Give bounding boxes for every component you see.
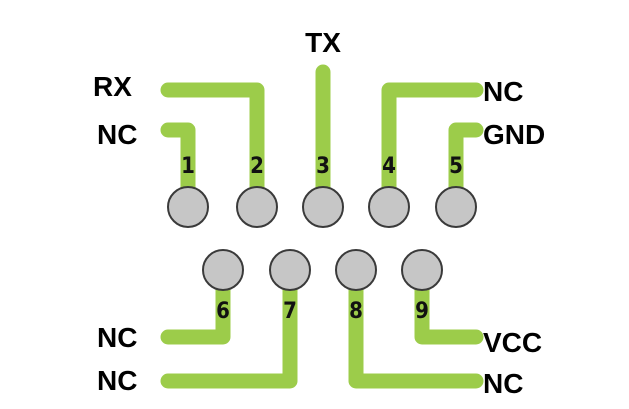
signal-label-pin-8: NC [483,368,523,399]
connector-pin-layer [167,186,477,291]
pin-number-6: 6 [216,299,230,324]
pin-number-3: 3 [316,154,330,179]
pin-5 [435,186,477,228]
pin-3 [302,186,344,228]
pin-1 [167,186,209,228]
trace-pin-6 [160,262,231,345]
pin-number-8: 8 [349,299,363,324]
pin-number-layer: 1 2 3 4 5 6 7 8 9 [181,154,463,324]
pin-number-7: 7 [283,299,297,324]
trace-layer [160,64,484,389]
signal-label-pin-9: VCC [483,327,542,358]
trace-pin-2 [160,82,265,213]
signal-label-layer: NC RX TX NC GND NC NC NC VCC [93,27,545,399]
pin-8 [335,249,377,291]
signal-label-pin-5: GND [483,119,545,150]
pin-7 [269,249,311,291]
pin-4 [368,186,410,228]
trace-pin-5 [448,122,484,213]
pin-2 [236,186,278,228]
pin-number-9: 9 [415,299,429,324]
signal-label-pin-1: NC [97,119,137,150]
pin-9 [401,249,443,291]
pin-number-1: 1 [181,154,195,179]
signal-label-pin-2: RX [93,71,132,102]
trace-pin-9 [414,262,484,345]
trace-pin-8 [348,262,484,389]
pin-number-4: 4 [382,154,396,179]
trace-pin-4 [381,82,484,213]
pin-number-2: 2 [250,154,264,179]
signal-label-pin-4: NC [483,76,523,107]
signal-label-pin-6: NC [97,322,137,353]
trace-pin-7 [160,262,298,389]
pin-number-5: 5 [449,154,463,179]
trace-pin-1 [160,122,196,213]
signal-label-pin-3: TX [305,27,341,58]
signal-label-pin-7: NC [97,365,137,396]
pin-6 [202,249,244,291]
